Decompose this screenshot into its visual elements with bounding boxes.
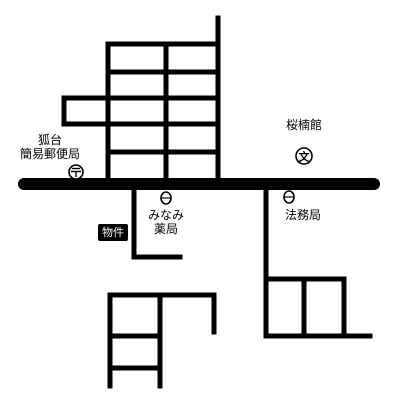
pharmacy-icon: [160, 191, 172, 205]
legal-bureau-label: 法務局: [284, 208, 321, 222]
pharmacy-label: みなみ 薬局: [147, 208, 184, 236]
school-icon: 文: [295, 147, 313, 165]
school-label: 桜楠館: [285, 118, 322, 132]
post-office-icon: [68, 164, 84, 180]
property-badge[interactable]: 物件: [98, 224, 128, 241]
road-network: [61, 15, 373, 389]
post-office-label: 狐台 簡易郵便局: [19, 133, 80, 161]
legal-bureau-icon: [283, 190, 295, 204]
school-symbol: 文: [299, 150, 311, 164]
